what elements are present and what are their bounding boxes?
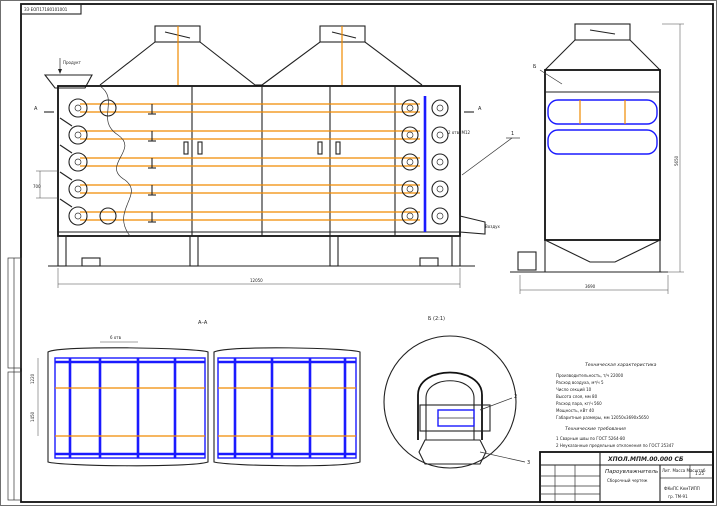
svg-text:3: 3 [527, 460, 530, 466]
svg-text:А: А [478, 106, 482, 112]
cutaway-break-line [99, 85, 132, 237]
spec-row: Высота слоя, мм 80 [556, 394, 598, 399]
svg-text:1220: 1220 [30, 373, 35, 384]
detail-b: Б (2:1) 2 3 [383, 316, 530, 469]
detail-b-title: Б (2:1) [428, 316, 445, 322]
support-legs [48, 235, 475, 267]
air-label: Воздух [485, 224, 500, 229]
hood-right [261, 25, 423, 86]
requirement-row: 2 Неуказанные предельные отклонения по Г… [556, 443, 674, 448]
section-mark-left: А [34, 106, 54, 113]
steam-nozzles [148, 104, 156, 223]
product-name: Пароувлажнитель [605, 469, 658, 475]
top-code-tab: ЗЭ ЕОП17180101001 [20, 3, 82, 15]
group: гр. ТМ-91 [668, 494, 688, 499]
product-label: Продукт [63, 60, 82, 65]
svg-text:1450: 1450 [30, 411, 35, 422]
tech-specs: Техническая характеристика Производитель… [556, 362, 674, 448]
spec-row: Число секций 10 [556, 387, 592, 392]
detail-callouts: 2 3 [479, 394, 530, 466]
scale-value: 1:25 [695, 471, 704, 476]
hood-left [99, 25, 256, 86]
svg-text:700: 700 [33, 184, 41, 189]
length-dimension: 12050 [57, 268, 461, 288]
front-view: Продукт [33, 25, 520, 288]
left-margin-strips [7, 257, 22, 501]
callout-1: 1 [461, 131, 520, 176]
spec-row: Габаритные размеры, мм 12050х3690х5650 [556, 415, 649, 420]
svg-text:3690: 3690 [585, 284, 596, 289]
spec-row: Расход пара, кг/ч 560 [556, 401, 602, 406]
pitch-dimension: 700 [33, 170, 58, 199]
section-mark-right: А [464, 106, 482, 113]
spec-row: Производительность, т/ч 22000 [556, 373, 624, 378]
product-name-sub: Сборочный чертеж [607, 478, 648, 483]
svg-text:6 отв: 6 отв [110, 335, 122, 340]
flange-dim: 2 отв. М12 [448, 130, 470, 135]
organization: ФКиПС КемТИПП [664, 486, 700, 491]
side-view: Б 3690 5650 [510, 23, 684, 294]
title-block: ХПОЛ.МПМ.00.000 СБ Пароувлажнитель Сборо… [539, 451, 714, 503]
dryer-body [57, 85, 461, 237]
svg-text:12050: 12050 [250, 278, 263, 283]
conveyor-bands [80, 103, 420, 221]
requirements-title: Технические требования [565, 426, 626, 432]
spec-row: Мощность, кВт 40 [556, 408, 594, 413]
section-aa-title: А–А [198, 320, 208, 326]
left-drums [68, 98, 117, 226]
svg-text:5650: 5650 [674, 155, 679, 166]
spec-row: Расход воздуха, м³/ч 5 [556, 380, 604, 385]
specs-title: Техническая характеристика [585, 362, 657, 368]
inspection-handles [183, 141, 341, 155]
section-aa: А–А 6 отв 1220 1450 [30, 320, 361, 467]
svg-text:2: 2 [514, 394, 517, 400]
svg-text:А: А [34, 106, 38, 112]
doc-code: ХПОЛ.МПМ.00.000 СБ [607, 456, 684, 463]
requirement-row: 1 Сварные швы по ГОСТ 5264-80 [556, 436, 626, 441]
right-drums [401, 99, 449, 225]
deflector-plates [59, 117, 73, 208]
svg-text:1: 1 [511, 131, 514, 137]
top-code-text: ЗЭ ЕОП17180101001 [24, 7, 68, 12]
sheet-inner-frame [20, 3, 714, 503]
sheet-info: Лит. Масса Масштаб [662, 468, 706, 473]
svg-text:Б: Б [533, 64, 537, 70]
product-inlet: Продукт [43, 58, 93, 89]
outlet-chute: Воздух [459, 215, 500, 235]
